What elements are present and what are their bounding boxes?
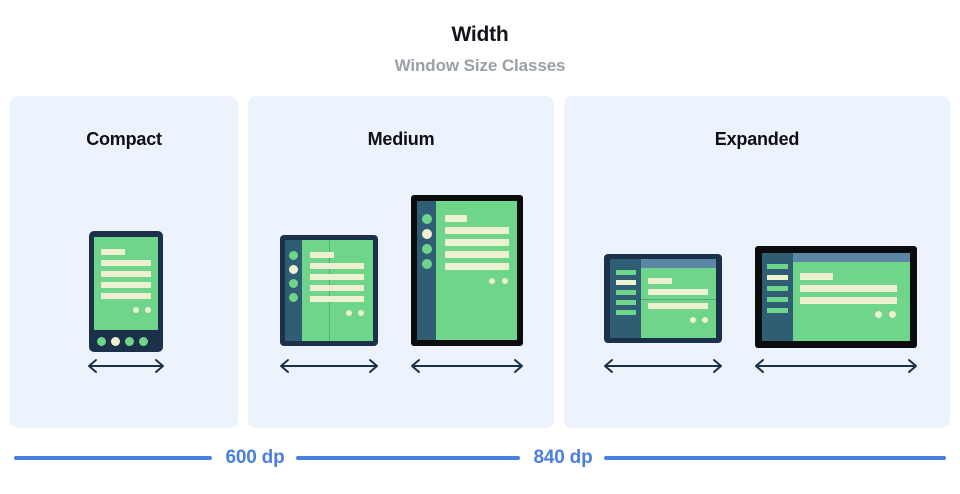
content-line [101, 260, 151, 266]
panel-medium: Medium [248, 96, 554, 428]
measure-line-right-600 [296, 456, 504, 460]
content-dot [889, 311, 896, 318]
rail-dot [422, 244, 432, 254]
content-dot [346, 310, 352, 316]
rail-item-active [616, 280, 636, 285]
content-line [800, 297, 897, 304]
content-line [310, 252, 334, 258]
breakpoint-measures: 600 dp 840 dp [0, 428, 960, 494]
content-line [648, 289, 708, 295]
tablet-screen [417, 201, 517, 340]
content-dot [690, 317, 696, 323]
rail-item [767, 264, 788, 269]
content-line [310, 285, 364, 291]
content-dot [145, 307, 151, 313]
device-tablet-landscape [755, 246, 917, 348]
foldable-screen [285, 240, 373, 341]
content-line [800, 285, 897, 292]
width-arrow-compact [88, 359, 164, 373]
rail-item-active [767, 275, 788, 280]
width-arrow-tablet-landscape [755, 359, 917, 373]
foldable-landscape-screen [610, 259, 716, 338]
content-dot [358, 310, 364, 316]
measure-line-left-600 [14, 456, 212, 460]
rail-item [767, 308, 788, 313]
page-header: Width Window Size Classes [0, 0, 960, 95]
rail-item [767, 286, 788, 291]
rail-item [616, 310, 636, 315]
nav-dot [97, 337, 106, 346]
navigation-rail [417, 201, 436, 340]
panel-title-medium: Medium [367, 129, 435, 149]
size-class-panels: Compact [0, 96, 960, 428]
page-title: Width [451, 23, 509, 46]
content-dot [489, 278, 495, 284]
width-arrow-foldable-portrait [280, 359, 378, 373]
content-line [101, 249, 125, 255]
panel-expanded: Expanded [564, 96, 950, 428]
content-line [101, 282, 151, 288]
rail-item [767, 297, 788, 302]
width-arrow-tablet-portrait [411, 359, 523, 373]
rail-item [616, 290, 636, 295]
rail-dot [422, 259, 432, 269]
content-line [648, 303, 708, 309]
navigation-rail [762, 253, 793, 341]
content-line [101, 293, 151, 299]
content-line [445, 215, 467, 222]
navigation-rail [285, 240, 302, 341]
app-top-bar [641, 259, 716, 268]
content-line [310, 263, 364, 269]
page-subtitle: Window Size Classes [394, 56, 566, 75]
navigation-rail [610, 259, 641, 338]
panel-compact: Compact [10, 96, 238, 428]
content-line [310, 296, 364, 302]
content-line [445, 227, 509, 234]
nav-dot [139, 337, 148, 346]
device-foldable-portrait [280, 235, 378, 346]
panel-title-expanded: Expanded [714, 129, 800, 149]
device-foldable-landscape [604, 254, 722, 343]
rail-dot [289, 251, 298, 260]
device-phone-portrait [89, 231, 163, 352]
nav-dot-active [111, 337, 120, 346]
content-line [445, 263, 509, 270]
rail-dot-active [289, 265, 298, 274]
tablet-landscape-screen [762, 253, 910, 341]
content-line [648, 278, 672, 284]
app-top-bar [793, 253, 910, 262]
device-tablet-portrait [411, 195, 523, 346]
content-dot [502, 278, 508, 284]
content-line [445, 239, 509, 246]
rail-dot [422, 214, 432, 224]
measure-label-840dp: 840 dp [533, 447, 593, 468]
measure-line-left-840 [482, 456, 520, 460]
content-line [445, 251, 509, 258]
rail-dot [289, 293, 298, 302]
nav-dot [125, 337, 134, 346]
panel-title-compact: Compact [86, 129, 162, 149]
phone-screen [94, 237, 158, 330]
content-line [800, 273, 833, 280]
width-arrow-foldable-landscape [604, 359, 722, 373]
fold-crease [641, 299, 716, 300]
content-line [310, 274, 364, 280]
content-dot [702, 317, 708, 323]
rail-dot [289, 279, 298, 288]
measure-line-right-840 [604, 456, 946, 460]
rail-item [616, 300, 636, 305]
rail-dot-active [422, 229, 432, 239]
measure-label-600dp: 600 dp [225, 447, 285, 468]
content-dot [133, 307, 139, 313]
content-line [101, 271, 151, 277]
rail-item [616, 270, 636, 275]
content-dot [875, 311, 882, 318]
phone-nav-bar [94, 330, 158, 352]
